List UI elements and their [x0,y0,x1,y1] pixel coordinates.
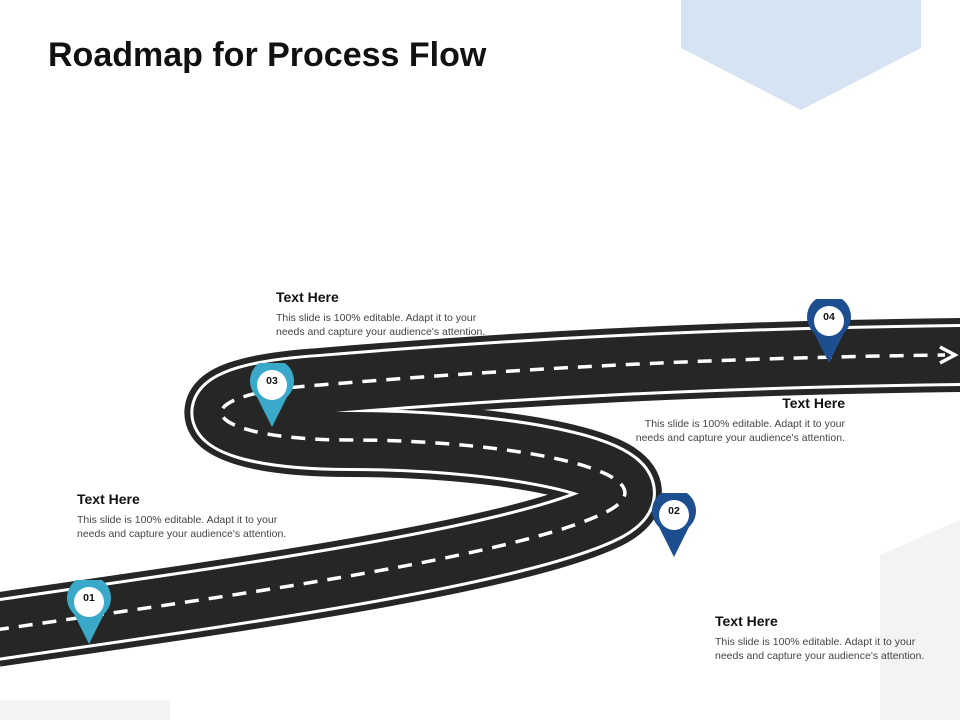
milestone-number: 01 [83,592,95,604]
milestone-heading: Text Here [715,613,778,629]
map-pin-icon [652,493,696,557]
milestone-heading: Text Here [77,491,140,507]
map-pin-icon [250,363,294,427]
road-center-dash [0,353,946,632]
milestone-description: This slide is 100% editable. Adapt it to… [77,514,287,540]
milestone-description: This slide is 100% editable. Adapt it to… [635,418,845,444]
milestone-text-02: Text Here This slide is 100% editable. A… [715,613,930,663]
top-hexagon [681,0,921,110]
milestone-pin-04: 04 [807,299,851,363]
map-pin-icon [67,580,111,644]
milestone-text-04: Text Here This slide is 100% editable. A… [630,395,845,445]
milestone-number: 03 [266,375,278,387]
milestone-pin-03: 03 [250,363,294,427]
milestone-text-01: Text Here This slide is 100% editable. A… [77,491,292,541]
milestone-description: This slide is 100% editable. Adapt it to… [276,312,486,338]
milestone-heading: Text Here [276,289,339,305]
bottom-left-shade [0,700,170,720]
milestone-pin-02: 02 [652,493,696,557]
page-title: Roadmap for Process Flow [48,36,487,74]
milestone-pin-01: 01 [67,580,111,644]
road-arrow-head [939,345,959,365]
milestone-heading: Text Here [782,395,845,411]
milestone-number: 04 [823,311,835,323]
bottom-right-hexagon [880,520,960,720]
milestone-number: 02 [668,505,680,517]
map-pin-icon [807,299,851,363]
milestone-description: This slide is 100% editable. Adapt it to… [715,636,925,662]
milestone-text-03: Text Here This slide is 100% editable. A… [276,289,491,339]
